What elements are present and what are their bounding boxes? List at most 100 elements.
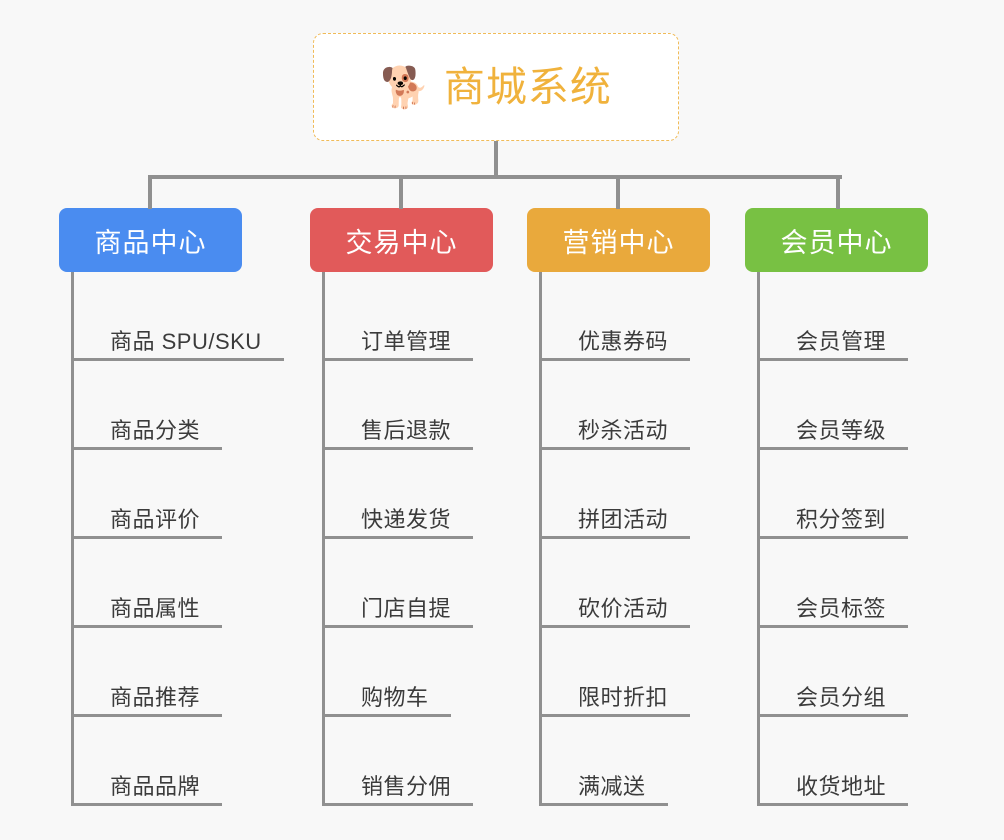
spine-line-marketing-center: [539, 272, 542, 806]
leaf-item[interactable]: 商品分类: [71, 361, 284, 450]
leaf-list-marketing-center: 优惠券码秒杀活动拼团活动砍价活动限时折扣满减送: [539, 272, 710, 806]
leaf-label: 购物车: [361, 684, 429, 710]
leaf-label: 秒杀活动: [578, 417, 669, 443]
leaf-item[interactable]: 商品评价: [71, 450, 284, 539]
leaf-label: 限时折扣: [578, 684, 669, 710]
leaf-underline: 拼团活动: [542, 506, 691, 539]
leaf-item[interactable]: 订单管理: [322, 272, 493, 361]
leaf-underline: 商品评价: [74, 506, 223, 539]
leaf-label: 会员分组: [796, 684, 887, 710]
category-label: 会员中心: [780, 227, 893, 258]
spine-line-member-center: [757, 272, 760, 806]
branch-drop-line-product-center: [148, 175, 152, 209]
leaf-underline: 销售分佣: [325, 773, 474, 806]
leaf-item[interactable]: 商品品牌: [71, 717, 284, 806]
branch-drop-line-trade-center: [399, 175, 403, 209]
leaf-item[interactable]: 优惠券码: [539, 272, 710, 361]
root-title: 商城系统: [443, 63, 612, 110]
leaf-label: 拼团活动: [578, 506, 669, 532]
leaf-underline: 门店自提: [325, 595, 474, 628]
leaf-list-trade-center: 订单管理售后退款快递发货门店自提购物车销售分佣: [322, 272, 493, 806]
leaf-item[interactable]: 秒杀活动: [539, 361, 710, 450]
leaf-item[interactable]: 商品 SPU/SKU: [71, 272, 284, 361]
horizontal-branch-line: [150, 175, 842, 179]
leaf-underline: 会员标签: [760, 596, 909, 628]
leaf-underline: 会员等级: [760, 417, 909, 450]
leaf-label: 快递发货: [361, 506, 452, 532]
leaf-underline: 积分签到: [760, 506, 909, 539]
spine-line-product-center: [71, 272, 74, 806]
leaf-label: 门店自提: [361, 595, 452, 621]
category-column-product-center: 商品中心商品 SPU/SKU 商品分类商品评价商品属性商品推荐商品品牌: [59, 208, 284, 806]
leaf-underline: 优惠券码: [542, 328, 691, 361]
leaf-label: 会员管理: [796, 328, 887, 354]
category-column-trade-center: 交易中心订单管理售后退款快递发货门店自提购物车销售分佣: [310, 208, 493, 806]
leaf-label: 会员等级: [796, 417, 887, 443]
root-stem-line: [494, 141, 498, 177]
leaf-label: 商品 SPU/SKU: [110, 328, 262, 354]
leaf-underline: 商品品牌: [74, 773, 223, 806]
leaf-item[interactable]: 会员等级: [757, 361, 928, 450]
leaf-item[interactable]: 门店自提: [322, 539, 493, 628]
leaf-item[interactable]: 收货地址: [757, 717, 928, 806]
leaf-label: 优惠券码: [578, 328, 669, 354]
leaf-item[interactable]: 会员标签: [757, 539, 928, 628]
leaf-underline: 满减送: [542, 774, 668, 806]
leaf-item[interactable]: 售后退款: [322, 361, 493, 450]
leaf-item[interactable]: 购物车: [322, 628, 493, 717]
spine-line-trade-center: [322, 272, 325, 806]
leaf-label: 商品推荐: [110, 684, 201, 710]
leaf-item[interactable]: 商品推荐: [71, 628, 284, 717]
category-column-marketing-center: 营销中心优惠券码秒杀活动拼团活动砍价活动限时折扣满减送: [527, 208, 710, 806]
leaf-label: 满减送: [578, 773, 646, 799]
category-header-product-center[interactable]: 商品中心: [59, 208, 242, 272]
leaf-label: 商品属性: [110, 595, 201, 621]
leaf-underline: 商品分类: [74, 417, 223, 450]
category-label: 商品中心: [94, 227, 207, 258]
leaf-label: 收货地址: [796, 773, 887, 799]
root-node[interactable]: 🐕 商城系统: [313, 33, 679, 141]
leaf-item[interactable]: 快递发货: [322, 450, 493, 539]
leaf-underline: 订单管理: [325, 328, 474, 361]
leaf-item[interactable]: 商品属性: [71, 539, 284, 628]
leaf-underline: 商品属性: [74, 595, 223, 628]
leaf-underline: 收货地址: [760, 773, 909, 806]
leaf-item[interactable]: 拼团活动: [539, 450, 710, 539]
leaf-list-product-center: 商品 SPU/SKU 商品分类商品评价商品属性商品推荐商品品牌: [71, 272, 284, 806]
category-header-marketing-center[interactable]: 营销中心: [527, 208, 710, 272]
leaf-item[interactable]: 限时折扣: [539, 628, 710, 717]
leaf-label: 订单管理: [361, 328, 452, 354]
shiba-dog-face-icon: 🐕: [380, 66, 430, 110]
category-header-trade-center[interactable]: 交易中心: [310, 208, 493, 272]
leaf-label: 商品品牌: [110, 773, 201, 799]
leaf-underline: 秒杀活动: [542, 417, 691, 450]
branch-drop-line-marketing-center: [616, 175, 620, 209]
leaf-underline: 购物车: [325, 685, 451, 717]
category-column-member-center: 会员中心会员管理会员等级积分签到会员标签会员分组收货地址: [745, 208, 928, 806]
leaf-label: 售后退款: [361, 417, 452, 443]
leaf-underline: 商品 SPU/SKU: [74, 329, 284, 361]
leaf-label: 商品评价: [110, 506, 201, 532]
leaf-item[interactable]: 会员管理: [757, 272, 928, 361]
leaf-item[interactable]: 满减送: [539, 717, 710, 806]
leaf-underline: 限时折扣: [542, 684, 691, 717]
leaf-underline: 商品推荐: [74, 684, 223, 717]
leaf-underline: 快递发货: [325, 506, 474, 539]
leaf-item[interactable]: 会员分组: [757, 628, 928, 717]
leaf-label: 销售分佣: [361, 773, 452, 799]
category-label: 交易中心: [345, 227, 458, 258]
leaf-underline: 砍价活动: [542, 595, 691, 628]
leaf-label: 砍价活动: [578, 595, 669, 621]
leaf-label: 积分签到: [796, 506, 887, 532]
leaf-item[interactable]: 砍价活动: [539, 539, 710, 628]
branch-drop-line-member-center: [836, 175, 840, 209]
leaf-label: 商品分类: [110, 417, 201, 443]
leaf-list-member-center: 会员管理会员等级积分签到会员标签会员分组收货地址: [757, 272, 928, 806]
leaf-underline: 售后退款: [325, 417, 474, 450]
leaf-item[interactable]: 积分签到: [757, 450, 928, 539]
leaf-item[interactable]: 销售分佣: [322, 717, 493, 806]
leaf-underline: 会员分组: [760, 684, 909, 717]
leaf-underline: 会员管理: [760, 328, 909, 361]
category-header-member-center[interactable]: 会员中心: [745, 208, 928, 272]
category-label: 营销中心: [562, 227, 675, 258]
